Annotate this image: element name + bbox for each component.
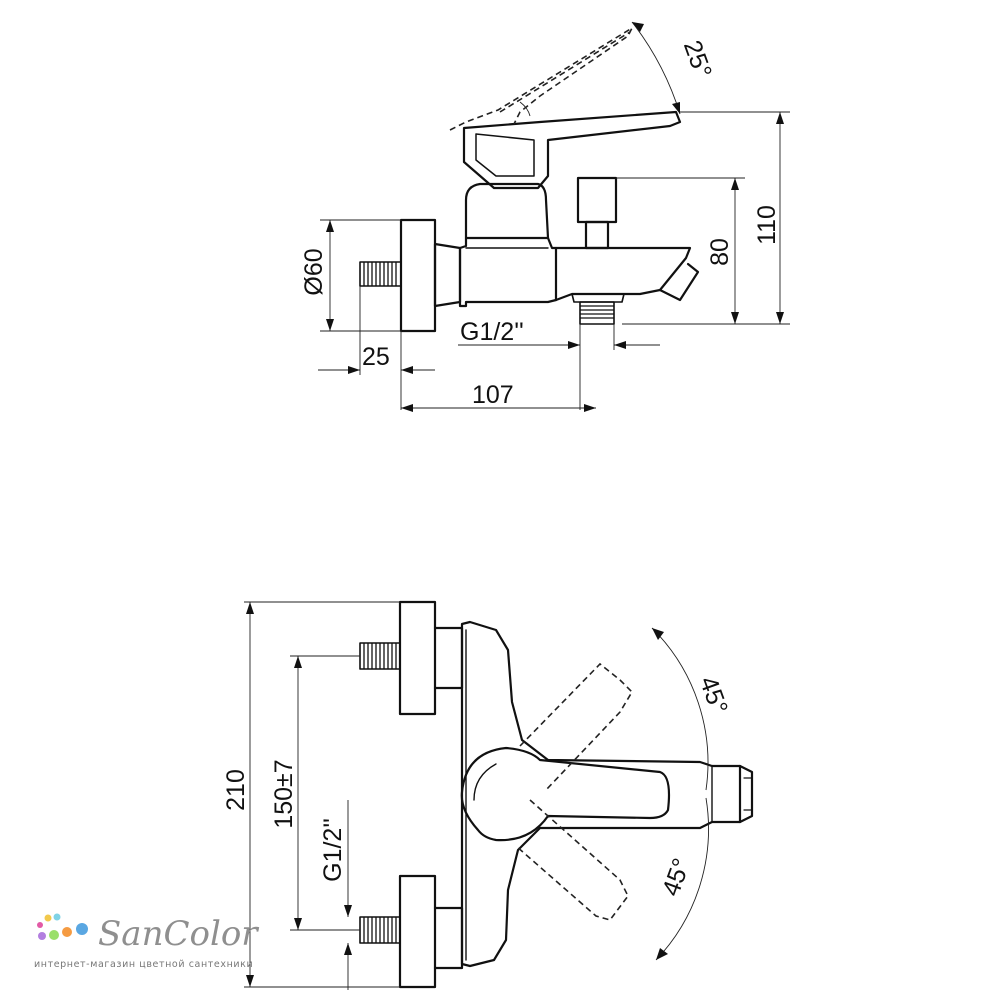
dim-label-thread-side: G1/2''	[319, 818, 347, 882]
logo-tagline: интернет-магазин цветной сантехники	[34, 959, 253, 970]
eccentric-nut	[433, 242, 462, 308]
nut-upper	[433, 626, 464, 690]
angle-arc-upper	[651, 627, 709, 791]
body-plan	[460, 620, 742, 968]
cartridge-dome	[464, 182, 550, 240]
wall-flange	[399, 218, 437, 333]
lever-plan	[460, 746, 671, 842]
logo-dot	[62, 927, 72, 937]
dim-label-angle-upper: 45°	[694, 673, 733, 718]
aerator-plan	[738, 764, 754, 824]
dim-label-210: 210	[222, 769, 250, 811]
lever-rotated-lower-dashed	[515, 799, 629, 921]
lever-raised-dashed	[449, 25, 634, 131]
dim-label-thread-top: G1/2''	[460, 318, 524, 346]
lever-rotated-upper-dashed	[519, 662, 634, 791]
sancolor-logo: SanColor интернет-магазин цветной сантех…	[34, 913, 259, 970]
shower-outlet-thread	[571, 293, 625, 325]
logo-dot	[44, 914, 52, 922]
flange-upper	[398, 600, 437, 716]
logo-dot	[53, 913, 61, 921]
dim-label-diameter: Ø60	[300, 248, 328, 295]
diverter-knob	[576, 176, 618, 250]
angle-arc-lower	[655, 797, 709, 961]
dim-label-angle-lower: 45°	[657, 855, 696, 900]
dim-label-107: 107	[472, 381, 514, 409]
dim-label-80: 80	[706, 238, 734, 266]
inlet-thread-upper	[359, 642, 401, 670]
dim-label-25: 25	[362, 343, 390, 371]
logo-dot	[37, 922, 43, 928]
spout	[554, 246, 692, 302]
lever-handle	[462, 110, 682, 190]
flange-lower	[398, 874, 437, 989]
spout-aerator	[658, 262, 700, 302]
logo-dot	[49, 930, 59, 940]
inlet-thread-lower	[359, 916, 401, 944]
plan-view: 45° 45° 210 150±7 G1/2''	[222, 600, 754, 990]
logo-dots	[37, 913, 88, 940]
logo-dot	[38, 932, 46, 940]
dim-label-110: 110	[753, 205, 781, 245]
angle-arc-25	[631, 21, 681, 115]
inlet-thread	[359, 261, 402, 287]
nut-lower	[433, 906, 464, 970]
logo-name: SanColor	[98, 914, 259, 954]
logo-dot	[76, 923, 88, 935]
dim-label-150: 150±7	[270, 759, 298, 828]
dim-label-angle-25: 25°	[678, 37, 717, 82]
side-elevation-view: 110 80 Ø60 G1/2'' 25 107 25°	[300, 21, 790, 412]
mixer-body	[458, 236, 558, 308]
